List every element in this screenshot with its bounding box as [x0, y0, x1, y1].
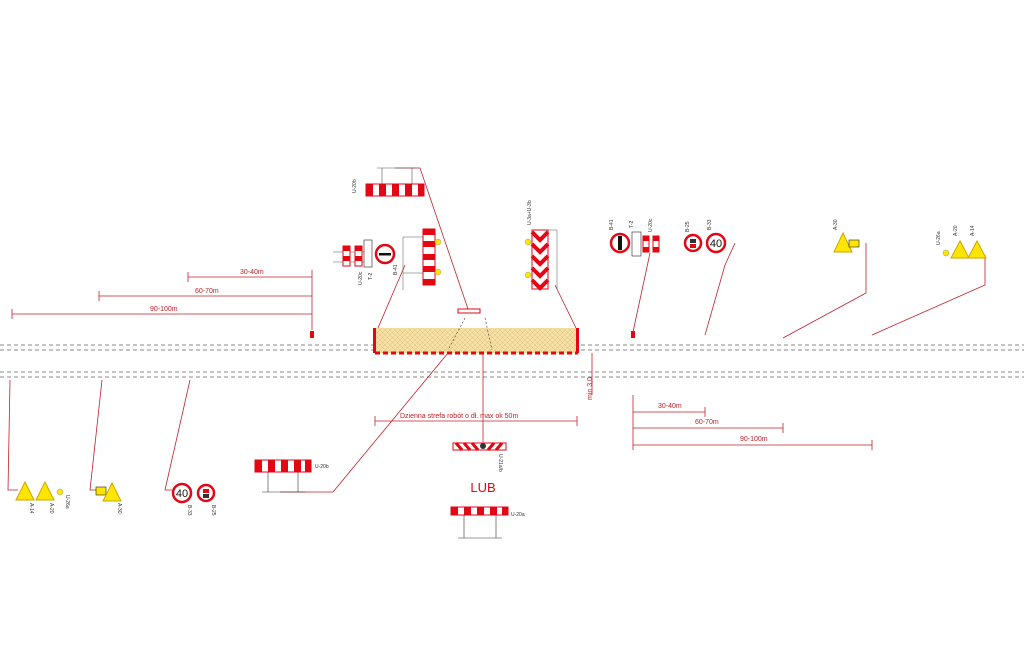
sign-code: U-20c: [358, 271, 364, 285]
sign-code: A-30: [833, 219, 839, 230]
sign-code: B-41: [393, 264, 399, 275]
u20a-barrier-lamps: [402, 228, 442, 290]
sign-code: U-20c: [648, 218, 654, 232]
sign-code: U-3a+U-3b: [527, 200, 533, 225]
sign-code: U-20a: [511, 512, 525, 518]
sign-code: U-20b: [352, 179, 358, 193]
alternative-label: LUB: [470, 480, 495, 495]
sign-code: A-20: [953, 225, 959, 236]
sign-a30-left: A-30: [95, 481, 122, 514]
u21ab-sign: U-21a/b: [452, 442, 507, 472]
sign-code: B-33: [186, 505, 192, 516]
work-zone: [373, 308, 579, 355]
sign-code: U-21a/b: [497, 454, 503, 472]
sign-code: B-25: [210, 505, 216, 516]
leader-lines: [7, 167, 986, 493]
dimension-lines-right: 30-40m 60-70m 90-100m: [631, 331, 873, 450]
sign-group-right-b41: B-41 T-2 U-20c: [609, 218, 660, 257]
speed-limit-value: 40: [176, 488, 188, 500]
sign-code: B-33: [707, 219, 713, 230]
sign-group-a14-left: A-14 A-20 U-26a: [15, 480, 70, 514]
dimension-lines-left: 30-40m 60-70m 90-100m: [11, 269, 314, 338]
u20a-barrier-bottom: U-20a: [450, 506, 525, 539]
sign-group-a14-right: U-26a A-20 A-14: [936, 225, 987, 259]
dim-60-70-left: 60-70m: [195, 288, 219, 295]
dim-60-70-right: 60-70m: [695, 419, 719, 426]
min-width-label: min 3,0: [587, 377, 594, 400]
u20b-barrier-left: U-20b: [254, 459, 329, 493]
u3a-chevron-sign: U-3a+U-3b: [524, 200, 558, 291]
speed-limit-value: 40: [710, 238, 722, 250]
sign-code: A-14: [970, 225, 976, 236]
sign-code: U-20b: [315, 464, 329, 470]
sign-code: B-25: [685, 221, 691, 232]
sign-group-right-speed: 40 B-25 B-33: [683, 219, 727, 254]
sign-a30-right: A-30: [833, 219, 860, 253]
sign-code: A-14: [28, 503, 34, 514]
sign-code: B-41: [609, 219, 615, 230]
dim-90-100-left: 90-100m: [150, 306, 178, 313]
sign-group-b41: B-41 T-2 U-20c: [333, 239, 399, 285]
dim-30-40-right: 30-40m: [658, 403, 682, 410]
sign-code: A-20: [48, 503, 54, 514]
dim-90-100-right: 90-100m: [740, 436, 768, 443]
work-zone-length-label: Dzienna strefa robót o dł. max ok 50m: [400, 413, 518, 420]
sign-code: A-30: [116, 503, 122, 514]
sign-code: T-2: [629, 221, 635, 228]
sign-code: T-2: [368, 273, 374, 280]
dim-30-40-left: 30-40m: [240, 269, 264, 276]
sign-group-speed-left: 40 B-33 B-25: [171, 482, 216, 516]
sign-code: U-26a: [936, 231, 942, 245]
u20b-barrier-top: U-20b: [352, 167, 425, 197]
sign-code: U-26a: [64, 495, 70, 509]
